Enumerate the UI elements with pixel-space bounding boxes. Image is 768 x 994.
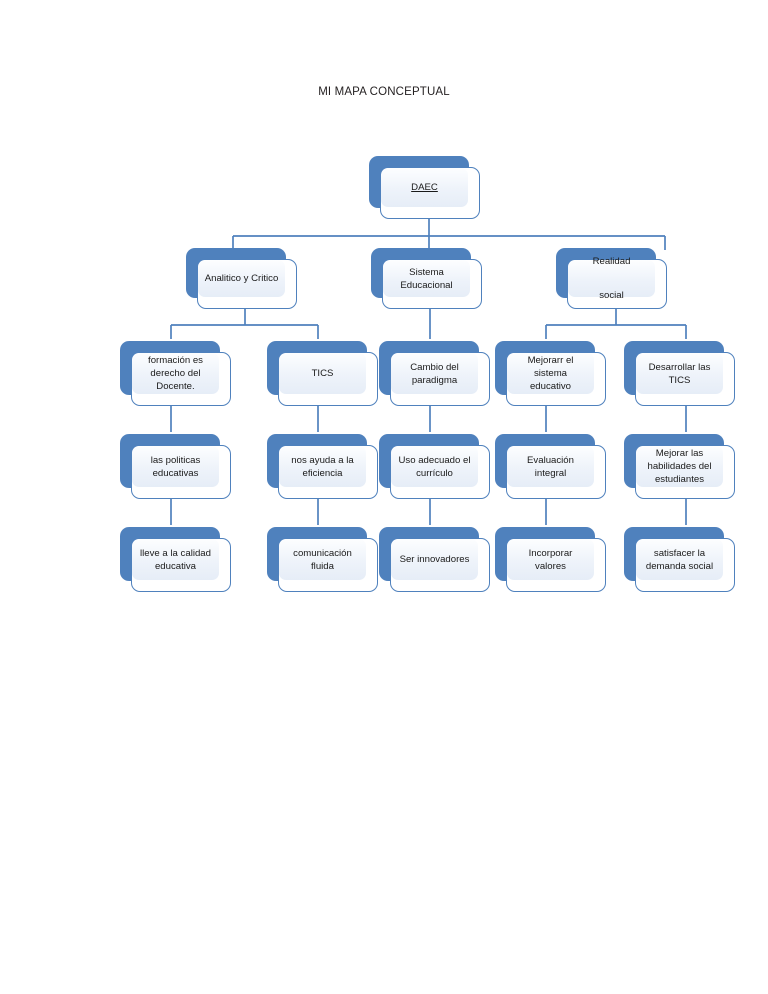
node-face: Sistema Educacional [382, 259, 482, 309]
node-face: Mejorar las habilidades del estudiantes [635, 445, 735, 499]
node-label: Realidad social [592, 256, 631, 301]
node-uso-adecuado-curriculo[interactable]: Uso adecuado el currículo [379, 434, 490, 499]
node-label: satisfacer la demanda social [645, 547, 714, 572]
node-label: DAEC [411, 182, 438, 193]
page-title: MI MAPA CONCEPTUAL [318, 86, 450, 98]
node-satisfacer-demanda-social[interactable]: satisfacer la demanda social [624, 527, 735, 592]
node-label: Uso adecuado el currículo [398, 454, 471, 479]
node-label: formación es derecho del Docente. [148, 355, 203, 392]
node-mejorar-habilidades-estudiantes[interactable]: Mejorar las habilidades del estudiantes [624, 434, 735, 499]
node-mejorar-sistema-educativo[interactable]: Mejorarr el sistema educativo [495, 341, 606, 406]
node-face: Mejorarr el sistema educativo [506, 352, 606, 406]
node-face: las politicas educativas [131, 445, 231, 499]
node-tics[interactable]: TICS [267, 341, 378, 406]
node-label: Cambio del paradigma [410, 361, 459, 386]
node-analitico-y-critico[interactable]: Analitico y Critico [186, 248, 297, 309]
node-face: satisfacer la demanda social [635, 538, 735, 592]
node-label: Evaluación integral [527, 454, 574, 479]
node-cambio-del-paradigma[interactable]: Cambio del paradigma [379, 341, 490, 406]
node-desarrollar-las-tics[interactable]: Desarrollar las TICS [624, 341, 735, 406]
node-daec[interactable]: DAEC [369, 156, 480, 219]
node-evaluacion-integral[interactable]: Evaluación integral [495, 434, 606, 499]
node-label: las politicas educativas [150, 454, 201, 479]
node-ser-innovadores[interactable]: Ser innovadores [379, 527, 490, 592]
node-face: Incorporar valores [506, 538, 606, 592]
node-label: lleve a la calidad educativa [140, 547, 211, 572]
node-comunicacion-fluida[interactable]: comunicación fluida [267, 527, 378, 592]
node-label: Mejorarr el sistema educativo [527, 355, 574, 392]
node-face: formación es derecho del Docente. [131, 352, 231, 406]
node-face: Uso adecuado el currículo [390, 445, 490, 499]
node-lleve-calidad-educativa[interactable]: lleve a la calidad educativa [120, 527, 231, 592]
node-face: lleve a la calidad educativa [131, 538, 231, 592]
node-label: nos ayuda a la eficiencia [291, 454, 354, 479]
node-face: TICS [278, 352, 378, 406]
node-label: Analitico y Critico [204, 273, 279, 284]
node-face: DAEC [380, 167, 480, 219]
node-nos-ayuda-eficiencia[interactable]: nos ayuda a la eficiencia [267, 434, 378, 499]
node-face: Evaluación integral [506, 445, 606, 499]
node-label: Desarrollar las TICS [648, 361, 711, 386]
node-las-politicas-educativas[interactable]: las politicas educativas [120, 434, 231, 499]
node-label: Sistema Educacional [400, 266, 453, 291]
node-face: Desarrollar las TICS [635, 352, 735, 406]
node-sistema-educacional[interactable]: Sistema Educacional [371, 248, 482, 309]
node-face: nos ayuda a la eficiencia [278, 445, 378, 499]
node-incorporar-valores[interactable]: Incorporar valores [495, 527, 606, 592]
node-face: Cambio del paradigma [390, 352, 490, 406]
node-label: Mejorar las habilidades del estudiantes [647, 448, 712, 485]
node-label: Incorporar valores [528, 547, 573, 572]
node-formacion-derecho-docente[interactable]: formación es derecho del Docente. [120, 341, 231, 406]
node-face: Analitico y Critico [197, 259, 297, 309]
node-label: Ser innovadores [399, 554, 470, 565]
node-label: TICS [311, 368, 334, 379]
node-realidad-social[interactable]: Realidad social [556, 248, 667, 309]
node-face: comunicación fluida [278, 538, 378, 592]
node-face: Ser innovadores [390, 538, 490, 592]
node-face: Realidad social [567, 256, 667, 309]
node-label: comunicación fluida [293, 547, 352, 572]
